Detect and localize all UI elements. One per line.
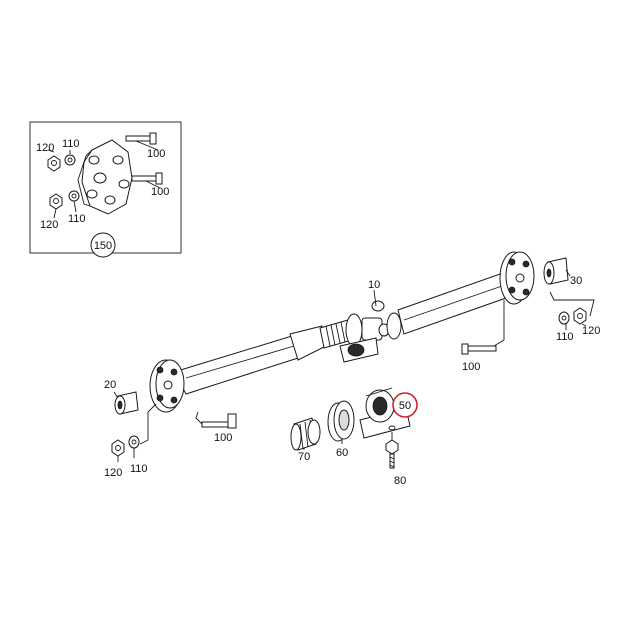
label-120: 120 [40, 219, 58, 231]
bearing-icon [327, 400, 355, 442]
bolt-icon [201, 413, 237, 429]
front-bushing-icon [114, 391, 139, 415]
washer-icon [64, 154, 76, 166]
label-30[interactable]: 30 [570, 275, 582, 287]
label-110[interactable]: 110 [556, 331, 574, 343]
label-100: 100 [151, 186, 169, 198]
label-50[interactable]: 50 [399, 400, 411, 412]
label-60[interactable]: 60 [336, 447, 348, 459]
support-bracket-icon [359, 387, 411, 439]
front-tube [173, 335, 299, 395]
washer-icon [558, 311, 570, 325]
label-100: 100 [147, 148, 165, 160]
label-10[interactable]: 10 [368, 279, 380, 291]
nut-icon [111, 439, 125, 457]
label-110[interactable]: 110 [130, 463, 148, 475]
drive-shaft: 10 [149, 251, 535, 413]
label-120[interactable]: 120 [104, 467, 122, 479]
flex-disc-icon [77, 139, 133, 215]
label-80[interactable]: 80 [394, 475, 406, 487]
washer-icon [68, 190, 80, 202]
rear-flange-icon [499, 251, 535, 305]
nut-icon [47, 155, 61, 172]
label-100[interactable]: 100 [214, 432, 232, 444]
label-70[interactable]: 70 [298, 451, 310, 463]
highlight-circle [392, 392, 418, 418]
label-120[interactable]: 120 [582, 325, 600, 337]
bolt-icon [131, 172, 163, 189]
rear-tube [397, 273, 507, 335]
boot-icon [290, 417, 321, 451]
rear-bushing-icon [543, 257, 569, 285]
label-100[interactable]: 100 [462, 361, 480, 373]
front-flange-icon [149, 359, 185, 413]
universal-joint-icon [345, 300, 402, 347]
label-110: 110 [62, 138, 80, 150]
bolt-icon [125, 132, 159, 151]
label-110: 110 [68, 213, 86, 225]
washer-icon [128, 435, 140, 449]
center-support-icon [339, 337, 379, 363]
label-150[interactable]: 150 [94, 240, 112, 252]
nut-icon [49, 193, 63, 210]
nut-icon [573, 307, 587, 325]
callout-circle [90, 232, 116, 258]
bracket-bolt-icon [385, 439, 399, 469]
coupling-inset: 120 110 100 100 120 110 150 [29, 121, 182, 258]
label-120: 120 [36, 142, 54, 154]
bolt-icon [461, 343, 497, 355]
label-20[interactable]: 20 [104, 379, 116, 391]
